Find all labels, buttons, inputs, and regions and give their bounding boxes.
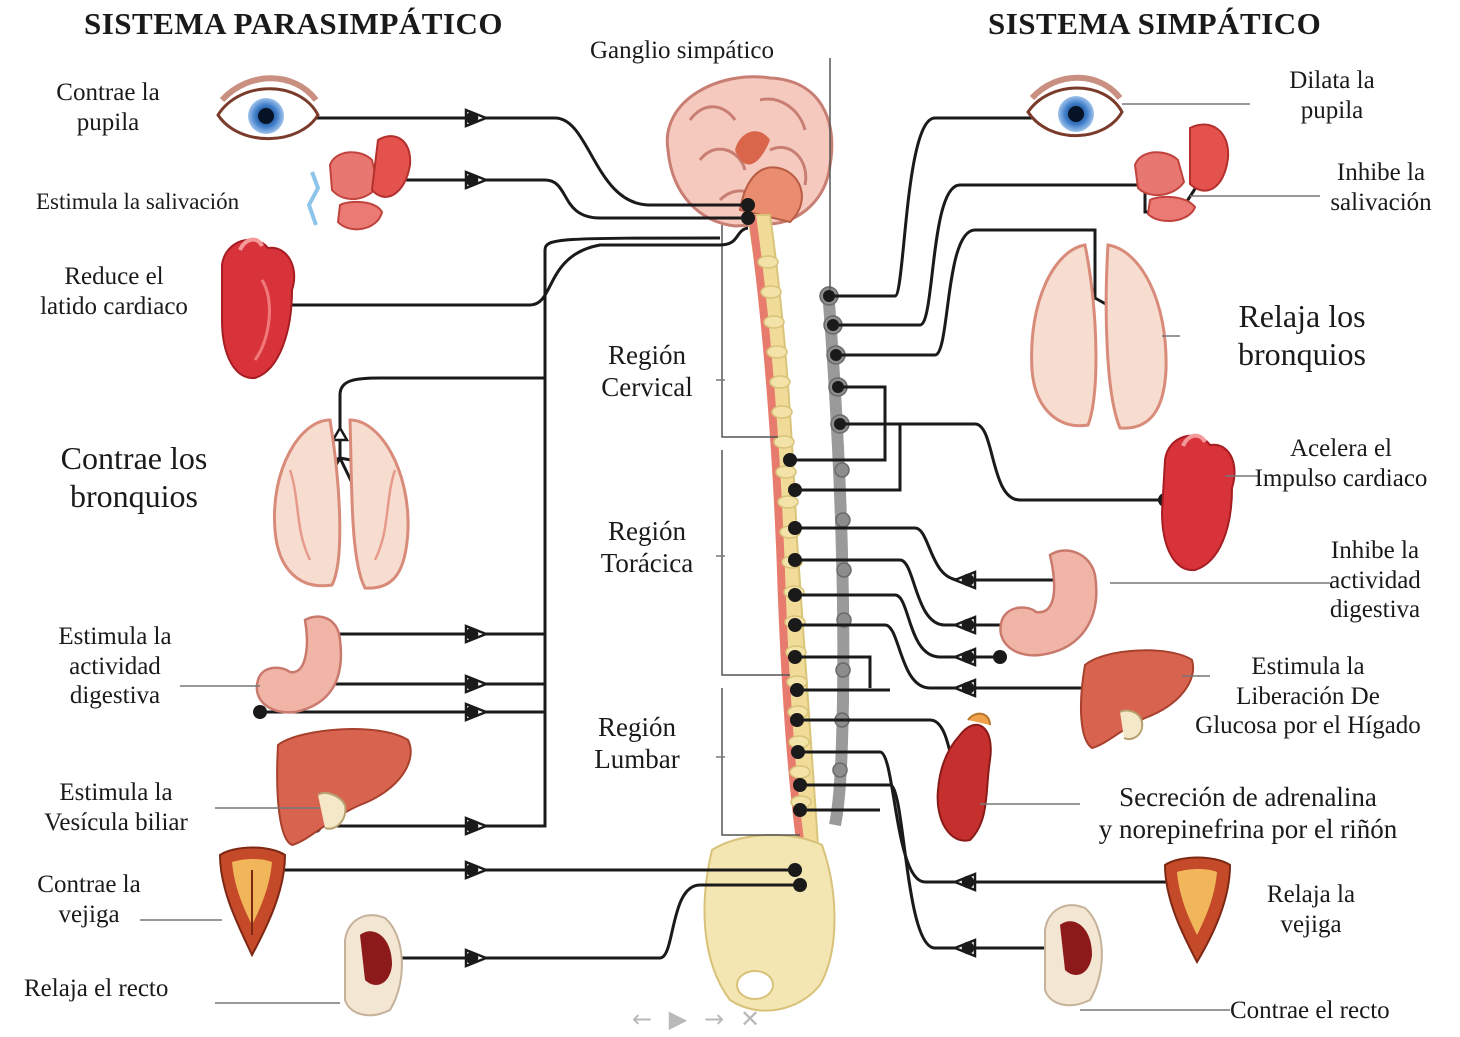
label-line: bronquios	[34, 478, 234, 516]
label-para-bladder: Contrae la vejiga	[14, 870, 164, 929]
rectum-icon-left	[345, 915, 402, 1015]
heart-icon-right	[1162, 436, 1235, 571]
label-line: Dilata la	[1252, 66, 1412, 96]
close-icon[interactable]: ✕	[736, 1005, 764, 1033]
label-para-pupil: Contrae la pupila	[28, 78, 188, 137]
label-line: Relaja la	[1236, 880, 1386, 910]
label-lumbar-region: Región Lumbar	[572, 712, 702, 776]
label-para-bronchi: Contrae los bronquios	[34, 440, 234, 516]
label-symp-digestive: Inhibe la actividad digestiva	[1300, 536, 1450, 625]
arrow-right-icon[interactable]: →	[700, 1005, 728, 1033]
label-line: Cervical	[582, 372, 712, 404]
label-line: Estimula la	[18, 778, 214, 808]
label-line: vejiga	[1236, 910, 1386, 940]
label-line: Secreción de adrenalina	[1040, 782, 1456, 814]
label-line: actividad	[30, 652, 200, 682]
lungs-icon-right	[1032, 245, 1166, 428]
label-line: Torácica	[582, 548, 712, 580]
label-symp-heart: Acelera el Impulso cardiaco	[1226, 434, 1456, 493]
label-line: Reduce el	[14, 262, 214, 292]
label-line: Región	[572, 712, 702, 744]
label-ganglion: Ganglio simpático	[590, 36, 774, 66]
title-parasympathetic: SISTEMA PARASIMPÁTICO	[84, 6, 503, 43]
label-line: Contrae la	[28, 78, 188, 108]
label-line: bronquios	[1202, 336, 1402, 374]
salivary-gland-icon-left	[309, 136, 410, 229]
label-line: pupila	[28, 108, 188, 138]
bladder-icon-right	[1165, 858, 1230, 963]
label-line: Estimula la	[30, 622, 200, 652]
label-symp-bladder: Relaja la vejiga	[1236, 880, 1386, 939]
stomach-icon-left	[257, 617, 341, 713]
label-symp-saliva: Inhibe la salivación	[1306, 158, 1456, 217]
label-line: vejiga	[14, 900, 164, 930]
label-symp-rectum: Contrae el recto	[1230, 996, 1390, 1026]
sympathetic-chain	[828, 290, 843, 825]
label-para-digestive: Estimula la actividad digestiva	[30, 622, 200, 711]
label-para-rectum: Relaja el recto	[24, 974, 168, 1004]
label-line: pupila	[1252, 96, 1412, 126]
arrow-left-icon[interactable]: ←	[628, 1005, 656, 1033]
eye-icon-left	[218, 78, 318, 138]
label-line: Impulso cardiaco	[1226, 464, 1456, 494]
label-line: Relaja los	[1202, 298, 1402, 336]
label-line: Contrae la	[14, 870, 164, 900]
play-icon[interactable]: ▶	[664, 1005, 692, 1033]
viewer-controls: ← ▶ → ✕	[628, 1004, 768, 1034]
rectum-icon-right	[1045, 905, 1102, 1005]
label-line: Inhibe la	[1306, 158, 1456, 188]
label-line: digestiva	[30, 681, 200, 711]
eye-icon-right	[1028, 78, 1122, 136]
label-line: Vesícula biliar	[18, 808, 214, 838]
label-line: y norepinefrina por el riñón	[1040, 814, 1456, 846]
label-line: Lumbar	[572, 744, 702, 776]
label-para-heart: Reduce el latido cardiaco	[14, 262, 214, 321]
label-line: Liberación De	[1160, 682, 1456, 712]
label-line: Estimula la	[1160, 652, 1456, 682]
liver-icon-left	[277, 729, 411, 845]
label-line: Inhibe la	[1300, 536, 1450, 566]
label-line: Región	[582, 340, 712, 372]
title-sympathetic: SISTEMA SIMPÁTICO	[988, 6, 1321, 43]
label-line: Contrae los	[34, 440, 234, 478]
salivary-gland-icon-right	[1135, 125, 1228, 222]
stomach-icon-right	[1000, 551, 1096, 656]
label-line: Región	[582, 516, 712, 548]
label-symp-bronchi: Relaja los bronquios	[1202, 298, 1402, 374]
label-thoracic-region: Región Torácica	[582, 516, 712, 580]
label-line: salivación	[1306, 188, 1456, 218]
label-symp-adrenal: Secreción de adrenalina y norepinefrina …	[1040, 782, 1456, 846]
label-symp-pupil: Dilata la pupila	[1252, 66, 1412, 125]
label-line: actividad	[1300, 566, 1450, 596]
label-para-saliva: Estimula la salivación	[36, 188, 239, 215]
label-line: digestiva	[1300, 595, 1450, 625]
heart-icon-left	[222, 240, 294, 379]
label-line: latido cardiaco	[14, 292, 214, 322]
label-para-gallbladder: Estimula la Vesícula biliar	[18, 778, 214, 837]
label-line: Glucosa por el Hígado	[1160, 711, 1456, 741]
label-symp-liver: Estimula la Liberación De Glucosa por el…	[1160, 652, 1456, 741]
label-line: Acelera el	[1226, 434, 1456, 464]
label-cervical-region: Región Cervical	[582, 340, 712, 404]
bladder-icon-left	[220, 848, 285, 956]
